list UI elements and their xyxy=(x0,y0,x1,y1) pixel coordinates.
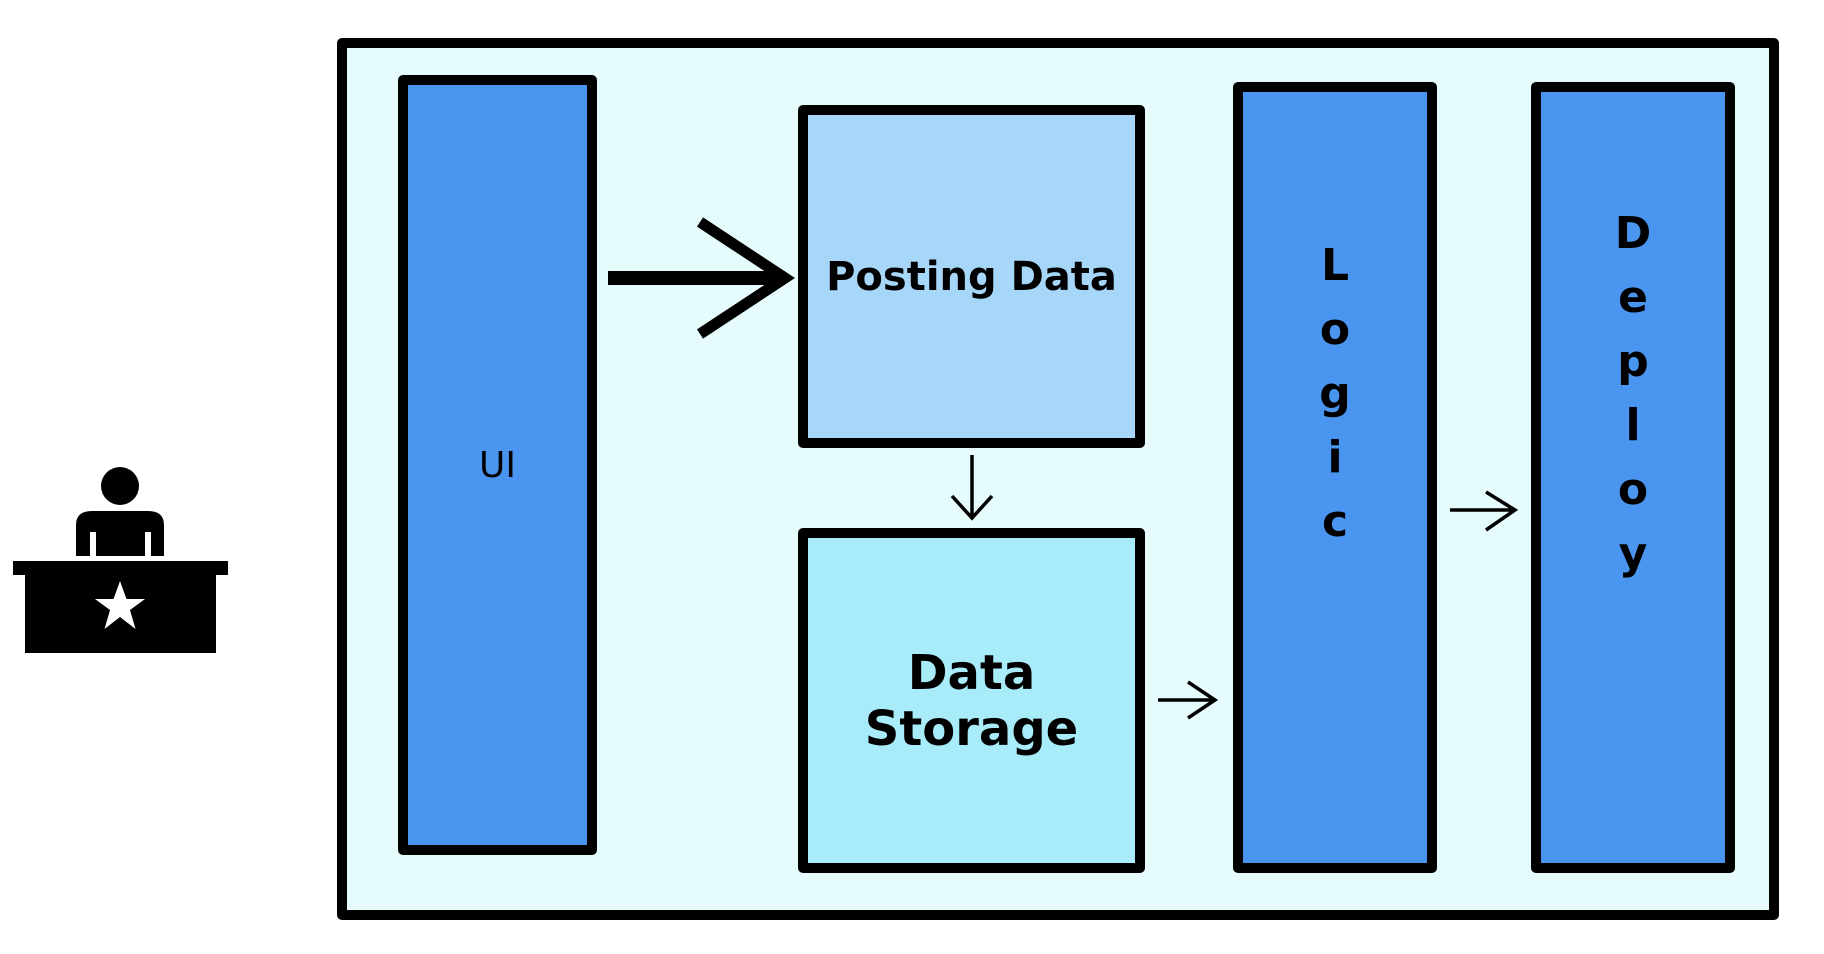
logic-letter: L xyxy=(1320,239,1350,291)
arrow-logic-to-deploy xyxy=(1450,490,1519,532)
deploy-block: D e p l o y xyxy=(1531,82,1735,873)
posting-data-block: Posting Data xyxy=(798,105,1145,448)
ui-block: UI xyxy=(398,75,597,855)
deploy-letter: l xyxy=(1625,399,1641,451)
ui-label: UI xyxy=(479,444,516,486)
logic-letter: c xyxy=(1321,495,1349,547)
logic-label: L o g i c xyxy=(1319,234,1351,554)
posting-data-label: Posting Data xyxy=(826,253,1117,300)
logic-letter: o xyxy=(1319,303,1351,355)
arrow-ui-to-posting xyxy=(608,217,795,339)
logic-block: L o g i c xyxy=(1233,82,1437,873)
deploy-letter: p xyxy=(1617,335,1649,387)
data-storage-block: Data Storage xyxy=(798,528,1145,873)
arrow-posting-to-storage xyxy=(950,455,994,521)
deploy-letter: y xyxy=(1618,527,1648,579)
deploy-letter: o xyxy=(1617,463,1649,515)
deploy-letter: e xyxy=(1618,271,1648,323)
arrow-storage-to-logic xyxy=(1158,680,1219,720)
deploy-letter: D xyxy=(1614,207,1652,259)
data-storage-label: Data Storage xyxy=(864,644,1079,757)
deploy-label: D e p l o y xyxy=(1615,202,1652,586)
logic-letter: g xyxy=(1319,367,1351,419)
logic-letter: i xyxy=(1327,431,1343,483)
